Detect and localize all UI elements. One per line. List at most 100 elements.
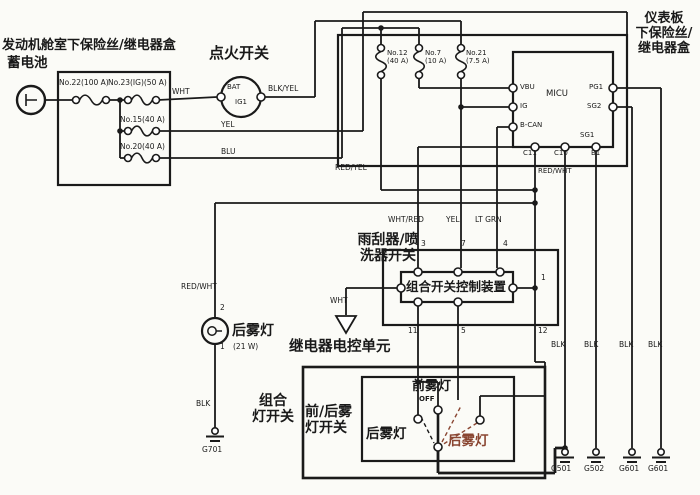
device-symbols <box>15 75 358 346</box>
yel2-wire-label: YEL <box>446 215 460 224</box>
fuse7-label: No.7 (10 A) <box>425 49 447 65</box>
ig1-terminal-label: IG1 <box>235 98 247 106</box>
bat-terminal-label: BAT <box>227 83 241 91</box>
sg2-terminal-label: SG2 <box>587 102 602 110</box>
wht-wire-label: WHT <box>172 87 190 96</box>
pin5-label: 5 <box>461 326 466 335</box>
blk1-label: BLK <box>551 340 566 349</box>
dash-fusebox-title: 仪表板 下保险丝/ 继电器盒 <box>635 11 693 56</box>
fuse7-output-wire <box>418 75 513 89</box>
fuse12-output-wire <box>380 75 535 191</box>
micu-ig-terminal <box>508 102 518 112</box>
off-position-label: OFF <box>419 395 435 403</box>
micu-vbu-terminal <box>508 83 518 93</box>
whtred-wire-label: WHT/RED <box>388 215 424 224</box>
fuse15-label: No.15(40 A) <box>120 115 165 124</box>
combo-switch-unit-label: 组合开关控制装置 <box>406 279 507 294</box>
ground-g601b <box>652 447 670 463</box>
pin4-label: 4 <box>503 239 508 248</box>
pin12-label: 12 <box>538 326 548 335</box>
combo-pin11 <box>413 297 423 307</box>
rear-fog-position-left-label: 后雾灯 <box>366 426 407 442</box>
micu-bcan-terminal <box>508 122 518 132</box>
blkyel-wire-label: BLK/YEL <box>268 84 299 93</box>
fuse20-label: No.20(40 A) <box>120 142 165 151</box>
combo-left-pin <box>396 283 406 293</box>
fuse21-symbol <box>454 50 468 73</box>
micu-c11-terminal <box>530 142 540 152</box>
ignition-ig1-terminal <box>256 92 266 102</box>
whtred-wire <box>417 146 535 268</box>
yel-wire-label: YEL <box>221 120 235 129</box>
combo-light-switch-title: 组合 灯开关 <box>252 393 294 425</box>
g501-label: G501 <box>551 464 572 473</box>
fog-contact-right <box>475 415 485 425</box>
terminal-circles <box>216 83 618 452</box>
ground-symbols <box>206 426 670 463</box>
fuse22-label: No.22(100 A) <box>59 78 109 87</box>
blkyel-wire <box>261 20 462 98</box>
bcan-terminal-label: B-CAN <box>520 121 543 129</box>
ground-g502 <box>587 447 605 463</box>
bulb-filament-icon <box>207 326 217 336</box>
micu-label: MICU <box>546 89 568 99</box>
c11-pin12-wire <box>479 151 546 416</box>
g502-label: G502 <box>584 464 605 473</box>
ground-g501 <box>556 447 574 463</box>
fog-contact-left <box>413 414 423 424</box>
engine-fusebox-outline <box>56 70 172 187</box>
micu-sg2-terminal <box>608 102 618 112</box>
c10-terminal-label: C10 <box>554 149 568 157</box>
wiper-washer-title: 雨刮器/喷 洗器开关 <box>357 232 419 264</box>
pg1-terminal-label: PG1 <box>589 83 604 91</box>
combo-right-pin <box>508 283 518 293</box>
rear-fog-lamp-label: 后雾灯 <box>232 323 274 339</box>
micu-pg1-terminal <box>608 83 618 93</box>
fog-contact-common <box>433 442 443 452</box>
wht2-wire-label: WHT <box>330 296 348 305</box>
fuse21-label: No.21 (7.5 A) <box>466 49 490 65</box>
junction-dots <box>117 25 568 451</box>
rear-fog-position-right-label: 后雾灯 <box>448 433 489 449</box>
yel-wire <box>156 11 628 132</box>
combo-pin4 <box>495 267 505 277</box>
battery-title: 蓄电池 <box>7 55 48 71</box>
vbu-terminal-label: VBU <box>520 83 535 91</box>
sg2-ground-wire <box>613 106 633 448</box>
fuse23-label: No.23(IG)(50 A) <box>108 78 167 87</box>
dash-fusebox-outline <box>336 33 629 168</box>
pin11-wire <box>417 306 439 415</box>
ignition-switch-title: 点火开关 <box>209 44 270 62</box>
ground-g601a <box>623 447 641 463</box>
fog-pin1-label: 1 <box>220 342 225 351</box>
ignition-bat-terminal <box>216 92 226 102</box>
dashed-left-position <box>420 416 435 444</box>
blk3-label: BLK <box>619 340 634 349</box>
front-rear-fog-switch-title: 前/后雾 灯开关 <box>305 404 353 436</box>
switch-common-wire <box>436 446 565 475</box>
combo-light-switch-outline <box>301 365 547 480</box>
micu-c10-terminal <box>560 142 570 152</box>
c11-terminal-label: C11 <box>523 149 537 157</box>
battery-symbol <box>15 84 47 116</box>
ig-terminal-label: IG <box>520 102 528 110</box>
wht-wire <box>157 96 218 101</box>
pin3-label: 3 <box>421 239 426 248</box>
sg1-terminal-label: SG1 <box>580 131 595 139</box>
redwht-left-label: RED/WHT <box>181 282 217 291</box>
redwht-right-label: RED/WHT <box>538 167 572 175</box>
ltgrn-wire-label: LT GRN <box>475 215 502 224</box>
g601a-label: G601 <box>619 464 640 473</box>
b1-terminal-label: B1 <box>591 149 601 157</box>
fog-contact-off <box>433 405 443 415</box>
fuse23-symbol <box>130 94 154 106</box>
engine-fusebox-title: 发动机舱室下保险丝/继电器盒 <box>2 38 176 53</box>
fuse22-symbol <box>78 94 104 106</box>
fog-pin2-label: 2 <box>220 303 225 312</box>
blk2-label: BLK <box>584 340 599 349</box>
battery-plus-icon <box>25 94 37 106</box>
switch-dashed-lines <box>420 405 478 446</box>
fuse20-symbol <box>130 152 154 164</box>
